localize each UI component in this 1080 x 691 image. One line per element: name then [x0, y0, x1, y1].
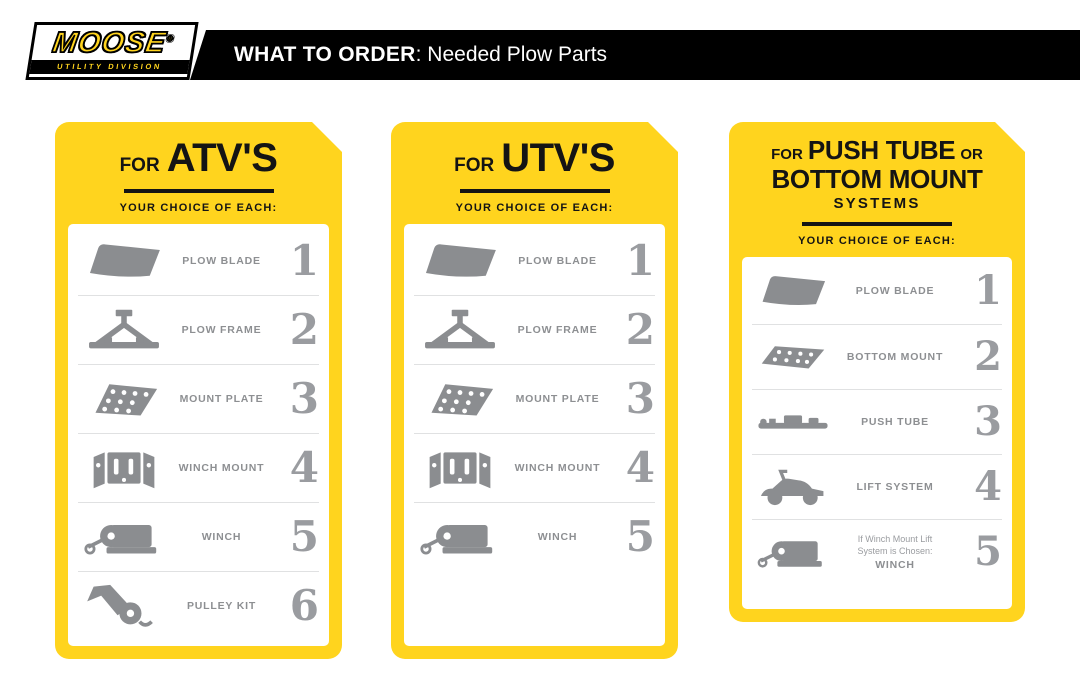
part-number: 1 [625, 235, 655, 285]
part-label: PUSH TUBE [861, 415, 929, 428]
winch-mount-icon [414, 445, 506, 491]
part-label: MOUNT PLATE [515, 393, 600, 405]
part-label: PLOW BLADE [855, 285, 935, 298]
part-row: MOUNT PLATE 3 [78, 364, 319, 433]
part-number: 5 [625, 512, 655, 561]
winch-icon [752, 531, 834, 573]
title-underline [460, 189, 610, 193]
plow-blade-icon [414, 238, 506, 284]
mount-plate-icon [414, 376, 506, 422]
part-row: PLOW FRAME 2 [414, 295, 655, 364]
push-tube-icon [752, 401, 834, 443]
part-label-group: If Winch Mount Lift System is Chosen: WI… [834, 533, 956, 571]
part-row: PLOW FRAME 2 [78, 295, 319, 364]
part-row: PLOW BLADE 1 [414, 226, 655, 295]
part-row: PUSH TUBE 3 [752, 389, 1002, 454]
part-number: 1 [289, 235, 319, 285]
page-title-bold: WHAT TO ORDER [234, 43, 416, 66]
part-number: 4 [625, 443, 655, 492]
choice-label: YOUR CHOICE OF EACH: [455, 202, 614, 214]
part-label: WINCH [537, 531, 578, 543]
winch-mount-icon [78, 445, 170, 491]
page-title-rest: : Needed Plow Parts [415, 43, 608, 66]
moose-logo-word: MOOSE® [50, 26, 176, 60]
part-number: 6 [289, 581, 319, 630]
part-number: 2 [974, 332, 1002, 380]
header-bar: WHAT TO ORDER: Needed Plow Parts [190, 30, 1080, 80]
part-number: 4 [974, 462, 1002, 510]
part-label: MOUNT PLATE [179, 393, 264, 405]
part-number: 4 [289, 443, 319, 492]
part-number: 2 [625, 305, 655, 354]
plow-blade-icon [78, 238, 170, 284]
part-label: PLOW BLADE [182, 254, 261, 267]
title-underline [124, 189, 274, 193]
part-number: 1 [974, 267, 1002, 315]
mount-plate-icon [78, 376, 170, 422]
part-label: WINCH MOUNT [514, 462, 601, 474]
card-utv-list: PLOW BLADE 1 PLOW FRAME 2 MOUNT PLATE 3 … [404, 224, 665, 646]
plow-frame-icon [414, 307, 506, 353]
part-number: 3 [289, 374, 319, 423]
part-number: 5 [974, 527, 1002, 575]
part-row: MOUNT PLATE 3 [414, 364, 655, 433]
lift-system-icon [752, 466, 834, 508]
part-label: PULLEY KIT [186, 600, 257, 612]
part-row: If Winch Mount Lift System is Chosen: WI… [752, 519, 1002, 584]
card-atv-list: PLOW BLADE 1 PLOW FRAME 2 MOUNT PLATE 3 … [68, 224, 329, 646]
pulley-kit-icon [78, 583, 170, 629]
part-number: 5 [289, 512, 319, 561]
part-label: WINCH MOUNT [178, 462, 265, 474]
part-label: WINCH [201, 531, 242, 543]
winch-icon [78, 514, 170, 560]
part-label: WINCH [875, 558, 915, 571]
plow-blade-icon [752, 270, 834, 312]
part-row: BOTTOM MOUNT 2 [752, 324, 1002, 389]
part-number: 3 [974, 397, 1002, 445]
part-label: LIFT SYSTEM [856, 480, 934, 493]
choice-label: YOUR CHOICE OF EACH: [798, 234, 956, 247]
bottom-mount-icon [752, 336, 834, 378]
part-label: PLOW FRAME [517, 324, 598, 336]
registered-mark: ® [165, 33, 176, 44]
part-row: PULLEY KIT 6 [78, 571, 319, 640]
card-pt-title-line3: SYSTEMS [833, 195, 921, 213]
part-label: BOTTOM MOUNT [846, 350, 944, 363]
part-row: LIFT SYSTEM 4 [752, 454, 1002, 519]
part-number: 2 [289, 305, 319, 354]
part-label: PLOW FRAME [181, 324, 262, 336]
plow-frame-icon [78, 307, 170, 353]
part-row: WINCH 5 [414, 502, 655, 571]
moose-logo: MOOSE® UTILITY DIVISION [25, 22, 199, 80]
part-label: PLOW BLADE [518, 254, 597, 267]
choice-label: YOUR CHOICE OF EACH: [119, 202, 278, 214]
part-row: PLOW BLADE 1 [752, 259, 1002, 324]
title-underline [802, 222, 952, 226]
part-note: If Winch Mount Lift System is Chosen: [857, 533, 933, 556]
part-row: WINCH MOUNT 4 [78, 433, 319, 502]
part-row: WINCH MOUNT 4 [414, 433, 655, 502]
part-row: PLOW BLADE 1 [78, 226, 319, 295]
part-number: 3 [625, 374, 655, 423]
card-pt-list: PLOW BLADE 1 BOTTOM MOUNT 2 PUSH TUBE 3 … [742, 257, 1012, 609]
part-row: WINCH 5 [78, 502, 319, 571]
card-pt-title-line2: BOTTOM MOUNT [771, 163, 983, 194]
winch-icon [414, 514, 506, 560]
moose-logo-subtitle: UTILITY DIVISION [29, 60, 190, 75]
